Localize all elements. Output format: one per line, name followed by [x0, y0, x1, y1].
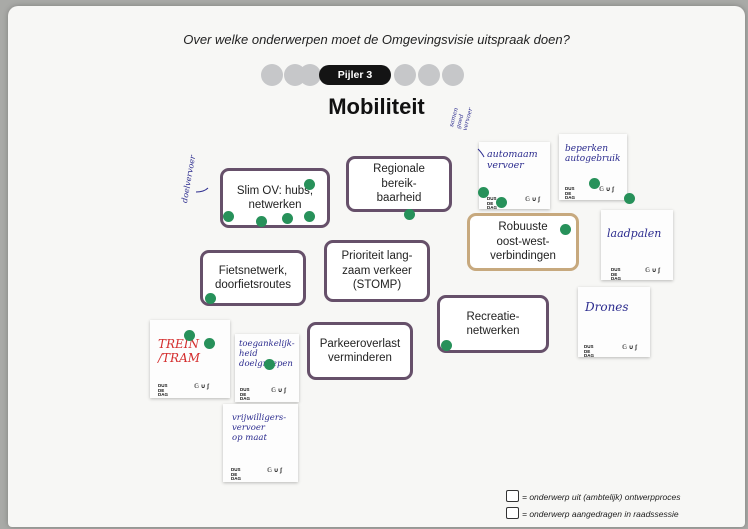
dus-logo: DUS DE DAG — [240, 387, 250, 401]
topic-label: Prioriteit lang- zaam verkeer (STOMP) — [341, 250, 413, 292]
page-title: Mobiliteit — [328, 94, 425, 119]
green-dot-sticker — [205, 293, 216, 304]
sticky-note-automaam-vervoer: automaam vervoer DUS DE DAG 𝔾 ∪ ∫ — [479, 142, 550, 210]
topic-label: Parkeeroverlast verminderen — [319, 337, 401, 364]
topic-robuuste-verbindingen: Robuuste oost-west- verbindingen — [467, 213, 579, 271]
dus-logo: DUS DE DAG — [487, 196, 497, 210]
topic-label: Robuuste oost-west- verbindingen — [490, 221, 556, 263]
green-dot-sticker — [256, 216, 267, 227]
topic-slim-ov: Slim OV: hubs, netwerken — [220, 168, 330, 228]
green-dot-sticker — [223, 211, 234, 222]
logo-symbol: 𝔾 ∪ ∫ — [271, 388, 286, 394]
sticky-note-beperken-autogebruik: beperken autogebruik DUS DE DAG 𝔾 ∪ ∫ — [559, 134, 627, 200]
handwritten-text: beperken autogebruik — [565, 144, 621, 165]
logo-symbol: 𝔾 ∪ ∫ — [194, 384, 209, 390]
pillar-indicator: Pijler 3 — [8, 64, 745, 86]
handwritten-text: laadpalen — [607, 227, 662, 240]
pillar-dot — [261, 64, 283, 86]
dus-logo: DUS DE DAG — [565, 186, 575, 200]
pillar-current-label: Pijler 3 — [319, 65, 391, 85]
logo-symbol: 𝔾 ∪ ∫ — [645, 268, 660, 274]
dus-logo: DUS DE DAG — [231, 467, 241, 481]
green-dot-sticker — [478, 187, 489, 198]
green-dot-sticker — [304, 179, 315, 190]
handwritten-text: Drones — [585, 300, 629, 314]
topic-label: Fietsnetwerk, doorfietsroutes — [214, 264, 292, 291]
dus-logo: DUS DE DAG — [584, 344, 594, 358]
connector-lines — [195, 148, 485, 193]
legend-item-raadssessie: = onderwerp aangedragen in raadssessie — [506, 507, 679, 519]
green-dot-sticker — [264, 359, 275, 370]
legend-label: = onderwerp aangedragen in raadssessie — [522, 509, 679, 519]
sticky-note-drones: Drones DUS DE DAG 𝔾 ∪ ∫ — [578, 287, 650, 358]
poster-board: Over welke onderwerpen moet de Omgevings… — [8, 6, 745, 527]
green-dot-sticker — [589, 178, 600, 189]
sticky-note-laadpalen: laadpalen DUS DE DAG 𝔾 ∪ ∫ — [601, 210, 673, 281]
logo-symbol: 𝔾 ∪ ∫ — [267, 468, 282, 474]
green-dot-sticker — [304, 211, 315, 222]
legend-box-icon — [506, 490, 519, 502]
topic-label: Recreatie- netwerken — [466, 310, 520, 337]
topic-recreatienetwerken: Recreatie- netwerken — [437, 295, 549, 353]
pillar-dot — [442, 64, 464, 86]
green-dot-sticker — [560, 224, 571, 235]
topic-parkeeroverlast: Parkeeroverlast verminderen — [307, 322, 413, 380]
topic-label: Regionale bereik- baarheid — [373, 163, 425, 205]
pillar-dot — [418, 64, 440, 86]
green-dot-sticker — [624, 193, 635, 204]
topic-prioriteit-langzaam-verkeer: Prioriteit lang- zaam verkeer (STOMP) — [324, 240, 430, 302]
topic-regionale-bereikbaarheid: Regionale bereik- baarheid — [346, 156, 452, 212]
sticky-note-vrijwilligersvervoer: vrijwilligers- vervoer op maat DUS DE DA… — [223, 404, 298, 482]
logo-symbol: 𝔾 ∪ ∫ — [599, 187, 614, 193]
legend-item-ontwerpproces: = onderwerp uit (ambtelijk) ontwerpproce… — [506, 490, 681, 502]
green-dot-sticker — [282, 213, 293, 224]
green-dot-sticker — [204, 338, 215, 349]
topic-fietsnetwerk: Fietsnetwerk, doorfietsroutes — [200, 250, 306, 306]
green-dot-sticker — [441, 340, 452, 351]
handwritten-text: vrijwilligers- vervoer op maat — [232, 413, 287, 443]
dus-logo: DUS DE DAG — [158, 383, 168, 397]
pillar-dot — [299, 64, 321, 86]
green-dot-sticker — [184, 330, 195, 341]
question-heading: Over welke onderwerpen moet de Omgevings… — [183, 32, 570, 47]
green-dot-sticker — [496, 197, 507, 208]
logo-symbol: 𝔾 ∪ ∫ — [622, 345, 637, 351]
legend-box-icon — [506, 507, 519, 519]
dus-logo: DUS DE DAG — [611, 267, 621, 281]
logo-symbol: 𝔾 ∪ ∫ — [525, 197, 540, 203]
green-dot-sticker — [404, 209, 415, 220]
legend-label: = onderwerp uit (ambtelijk) ontwerpproce… — [522, 492, 681, 502]
pillar-dot — [394, 64, 416, 86]
handwritten-text: automaam vervoer — [487, 149, 538, 171]
